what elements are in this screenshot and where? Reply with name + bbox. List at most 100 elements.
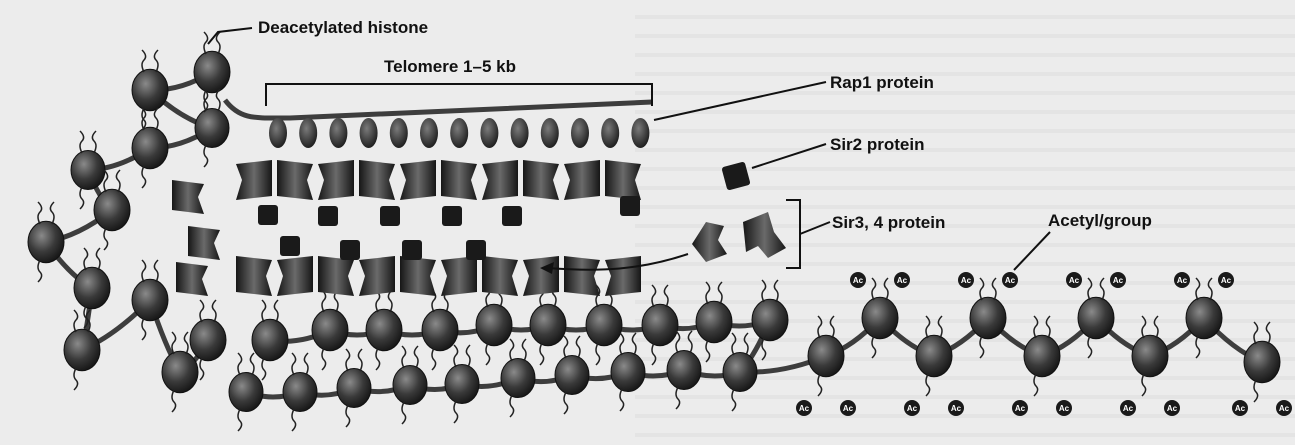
nucleosome — [71, 150, 105, 189]
histone-tail — [706, 340, 710, 362]
acetyl-badge-label: Ac — [1279, 404, 1290, 413]
acetyl-group-badge: Ac — [796, 400, 812, 416]
nucleosome — [252, 319, 288, 360]
acetyl-badge-label: Ac — [843, 404, 854, 413]
histone-tail — [402, 402, 406, 424]
sir2-protein — [620, 196, 640, 216]
label-acetyl-group: Acetyl/group — [1048, 211, 1152, 230]
acetyl-badge-label: Ac — [1015, 404, 1026, 413]
sir3-4-protein-block — [172, 160, 641, 296]
rap1-protein — [329, 118, 347, 148]
nucleosome — [1024, 335, 1060, 376]
histone-tail — [38, 260, 42, 282]
histone-tail — [652, 285, 656, 307]
nucleosome — [94, 189, 130, 230]
nucleosome — [445, 364, 479, 403]
histone-tail — [292, 353, 296, 375]
acetyl-group-badge: Ac — [840, 400, 856, 416]
histone-tail — [466, 345, 470, 367]
histone-tail — [980, 336, 984, 358]
histone-tail — [212, 300, 216, 322]
sir3-4-protein — [236, 160, 272, 200]
acetyl-group-badge: Ac — [948, 400, 964, 416]
histone-tail — [262, 300, 266, 322]
sir3-4-protein — [318, 256, 354, 296]
nucleosome — [74, 267, 110, 308]
histone-tail — [204, 32, 208, 54]
dna-linker-rosette — [46, 72, 212, 372]
histone-tail — [238, 353, 242, 375]
histone-tail — [322, 348, 326, 370]
nucleosome — [1132, 335, 1168, 376]
histone-tail — [432, 348, 436, 370]
acetyl-group-badge: Ac — [1056, 400, 1072, 416]
sir3-4-protein — [318, 160, 354, 200]
nucleosome — [162, 351, 198, 392]
nucleosome — [808, 335, 844, 376]
histone-tail — [204, 145, 208, 167]
acetyl-group-badge: Ac — [1110, 272, 1126, 288]
acetyl-badge-label: Ac — [907, 404, 918, 413]
histone-tail — [184, 332, 188, 354]
nucleosome — [970, 297, 1006, 338]
nucleosome — [696, 301, 732, 342]
histone-tail — [250, 353, 254, 375]
histone-tail — [632, 333, 636, 355]
histone-tail — [322, 290, 326, 312]
nucleosome — [229, 372, 263, 411]
histone-tail — [1254, 322, 1258, 344]
nucleosome — [1244, 341, 1280, 382]
acetyl-group-badge: Ac — [1232, 400, 1248, 416]
histone-tail — [620, 389, 624, 411]
rap1-protein-row — [269, 118, 649, 148]
acetyl-badge-label: Ac — [951, 404, 962, 413]
histone-tail — [872, 278, 876, 300]
histone-tail — [762, 338, 766, 360]
histone-tail — [774, 280, 778, 302]
histone-tail — [142, 318, 146, 340]
histone-tail — [200, 358, 204, 380]
nucleosome — [312, 309, 348, 350]
label-sir2-protein: Sir2 protein — [830, 135, 924, 154]
acetyl-badge-label: Ac — [1069, 276, 1080, 285]
histone-tail — [292, 409, 296, 431]
leader-deacetylated — [208, 28, 252, 44]
histone-tail — [596, 343, 600, 365]
histone-tail — [216, 89, 220, 111]
rap1-protein — [390, 118, 408, 148]
histone-tail — [1034, 374, 1038, 396]
sir3-4-protein — [605, 256, 641, 296]
sir2-protein — [258, 205, 278, 225]
histone-tail — [38, 202, 42, 224]
acetyl-group-badge: Ac — [1164, 400, 1180, 416]
histone-tail — [540, 343, 544, 365]
nucleosome — [366, 309, 402, 350]
histone-tail — [96, 248, 100, 270]
dna-strand — [46, 72, 1262, 397]
acetyl-badge-label: Ac — [799, 404, 810, 413]
rap1-protein — [450, 118, 468, 148]
histone-tail — [732, 333, 736, 355]
histone-tail — [388, 290, 392, 312]
histone-tail — [346, 349, 350, 371]
leader-acetyl — [1014, 232, 1050, 270]
histone-tail — [346, 405, 350, 427]
histone-tail — [1100, 278, 1104, 300]
acetyl-group-badge: Ac — [1012, 400, 1028, 416]
sir3-4-protein — [172, 180, 204, 214]
acetyl-badge-label: Ac — [1005, 276, 1016, 285]
histone-tail — [84, 248, 88, 270]
nucleosome — [530, 304, 566, 345]
histone-tail — [718, 282, 722, 304]
acetyl-group-badge: Ac — [1174, 272, 1190, 288]
histone-tail — [522, 339, 526, 361]
histone-tail — [1142, 316, 1146, 338]
nucleosome — [501, 358, 535, 397]
sir2-protein — [502, 206, 522, 226]
nucleosome — [195, 108, 229, 147]
histone-tail — [304, 353, 308, 375]
histone-tail — [620, 333, 624, 355]
sir2-protein — [340, 240, 360, 260]
histone-tails — [38, 32, 1270, 431]
